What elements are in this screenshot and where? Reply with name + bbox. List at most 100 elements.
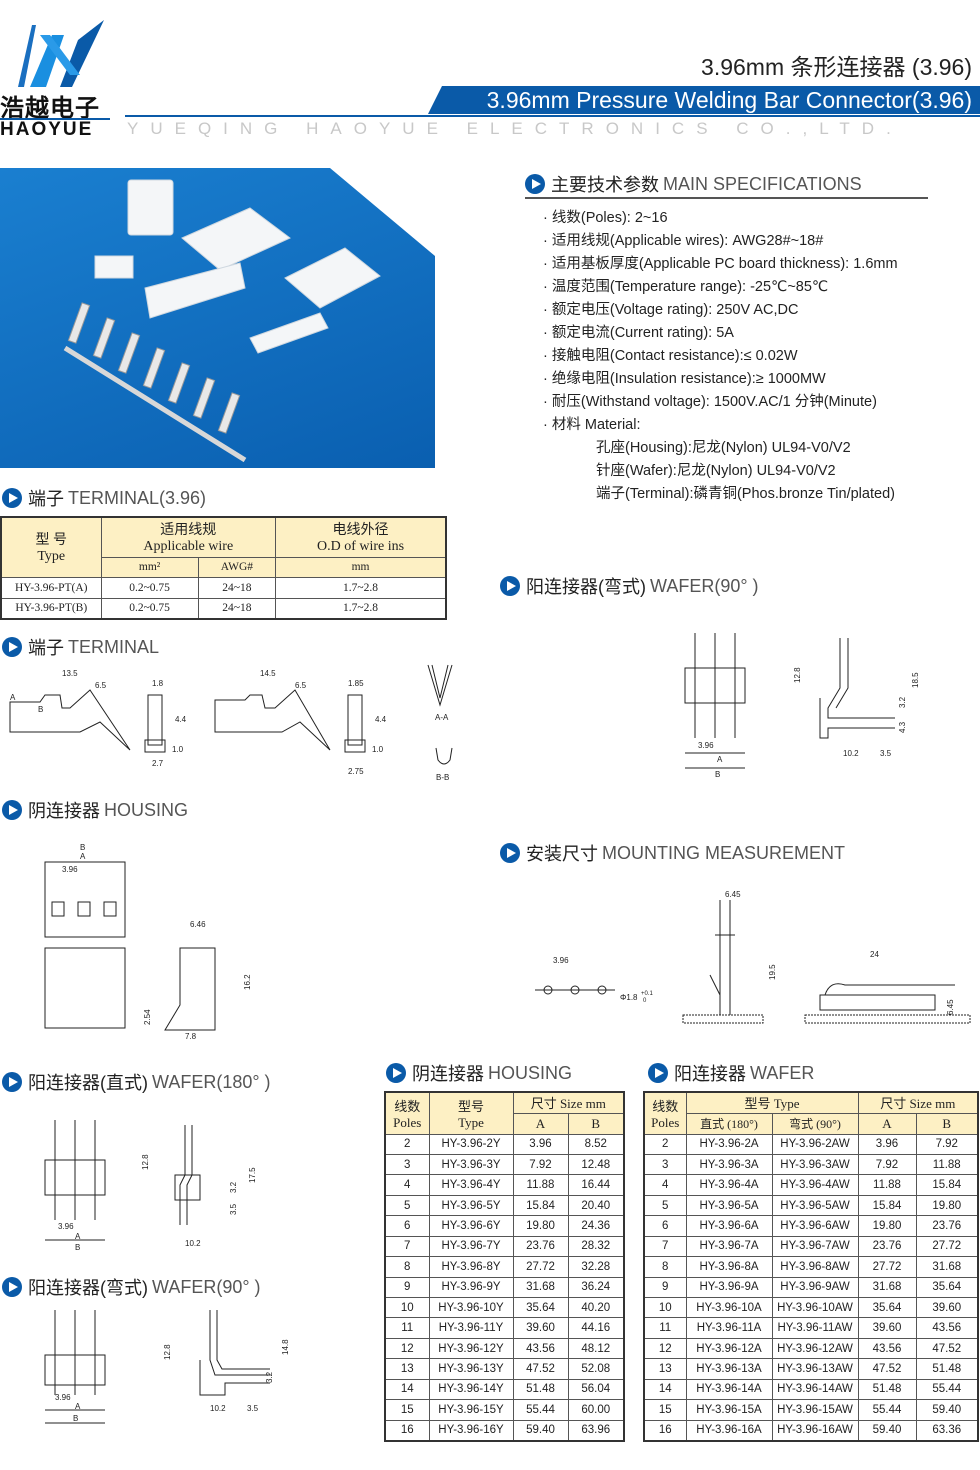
table-cell: HY-3.96-16AW <box>771 1419 859 1442</box>
section-title-cn: 阳连接器(弯式) <box>526 577 646 597</box>
table-cell: 13 <box>384 1358 430 1380</box>
table-cell: 13 <box>643 1358 687 1380</box>
table-cell: 3 <box>643 1153 687 1176</box>
table-cell: 31.68 <box>512 1276 569 1299</box>
table-cell: 1.7~2.8 <box>275 576 447 599</box>
table-cell: HY-3.96-PT(A) <box>0 576 102 599</box>
table-cell: 8.52 <box>567 1133 625 1155</box>
header-awg: AWG# <box>197 556 277 578</box>
dim-label: 14.8 <box>281 1339 290 1355</box>
table-cell: 39.60 <box>915 1296 979 1319</box>
header-wire-en: Applicable wire <box>143 539 234 555</box>
table-cell: 36.24 <box>567 1276 625 1299</box>
table-cell: 47.52 <box>512 1358 569 1380</box>
header-type-cn: 型号 <box>457 1098 484 1114</box>
table-cell: HY-3.96-3AW <box>771 1153 859 1176</box>
mounting-drawing: 3.96 Φ1.8 +0.1 0 6.45 19.5 24 6.45 <box>535 890 971 1024</box>
section-title-en: MAIN SPECIFICATIONS <box>663 173 862 194</box>
dim-label: 3.96 <box>553 956 569 965</box>
table-cell: HY-3.96-3A <box>685 1153 773 1176</box>
play-bullet-icon <box>386 1063 406 1083</box>
table-cell: 15 <box>643 1399 687 1421</box>
header-type: 型号 Type <box>685 1091 859 1114</box>
table-cell: HY-3.96-13A <box>685 1358 773 1380</box>
header-mm: mm <box>275 556 447 578</box>
table-cell: 43.56 <box>512 1337 569 1360</box>
table-cell: HY-3.96-12Y <box>428 1337 514 1360</box>
table-cell: 48.12 <box>567 1337 625 1360</box>
material-item: 端子(Terminal):磷青铜(Phos.bronze Tin/plated) <box>596 486 895 502</box>
table-cell: 23.76 <box>512 1235 569 1258</box>
dim-label: 6.45 <box>946 999 955 1015</box>
section-title-cn: 阳连接器 <box>674 1064 746 1084</box>
table-cell: 19.80 <box>512 1215 569 1237</box>
dim-label: 3.96 <box>62 865 78 874</box>
dim-label: 3.5 <box>229 1203 238 1215</box>
title-band <box>428 86 980 114</box>
table-cell: 7 <box>384 1235 430 1258</box>
page-title-en: 3.96mm Pressure Welding Bar Connector(3.… <box>486 87 972 113</box>
dim-label: 2.7 <box>152 759 164 768</box>
section-title-cn: 主要技术参数 <box>551 175 659 195</box>
table-cell: HY-3.96-9Y <box>428 1276 514 1299</box>
spec-item: · 线数(Poles): 2~16 <box>543 210 668 226</box>
table-cell: HY-3.96-5A <box>685 1194 773 1217</box>
table-cell: 11.88 <box>512 1174 569 1196</box>
header-mm2: mm² <box>100 556 199 578</box>
dim-label: 14.5 <box>260 669 276 678</box>
table-cell: HY-3.96-13AW <box>771 1358 859 1380</box>
header-type-cn: 型 号 <box>35 533 68 549</box>
table-cell: 63.96 <box>567 1419 625 1442</box>
table-cell: 9 <box>643 1276 687 1299</box>
table-cell: 32.28 <box>567 1256 625 1278</box>
wafer90-top-drawing: 12.8 3.96 A B 10.2 3.5 4.3 3.2 18.5 <box>684 633 920 779</box>
table-cell: HY-3.96-2AW <box>771 1133 859 1155</box>
table-cell: HY-3.96-8A <box>685 1256 773 1278</box>
section-wafer180: 阳连接器(直式)WAFER(180° ) <box>2 1069 271 1095</box>
table-cell: 19.80 <box>857 1215 917 1237</box>
dim-label: 13.5 <box>62 669 78 678</box>
section-title-en: HOUSING <box>104 799 189 820</box>
table-cell: 3.96 <box>857 1133 917 1155</box>
table-cell: 28.32 <box>567 1235 625 1258</box>
table-cell: 27.72 <box>915 1235 979 1258</box>
table-cell: HY-3.96-2A <box>685 1133 773 1155</box>
section-title-cn: 阳连接器(直式) <box>28 1073 148 1093</box>
table-cell: HY-3.96-10A <box>685 1296 773 1319</box>
table-cell: 27.72 <box>512 1256 569 1278</box>
connector-photo-image <box>63 179 381 463</box>
dim-label: 18.5 <box>911 672 920 688</box>
section-label: A-A <box>435 713 449 722</box>
table-cell: HY-3.96-10AW <box>771 1296 859 1319</box>
dim-label: +0.1 <box>641 991 654 997</box>
dim-label: B <box>73 1414 78 1423</box>
spec-item: · 额定电压(Voltage rating): 250V AC,DC <box>543 302 799 318</box>
dim-label: B <box>75 1243 80 1252</box>
dim-label: 7.8 <box>185 1032 197 1041</box>
play-bullet-icon <box>2 488 22 508</box>
header-type-en: Type <box>37 549 66 565</box>
table-cell: HY-3.96-9AW <box>771 1276 859 1299</box>
dim-label: A <box>80 852 86 861</box>
logo-mark-icon <box>18 20 104 87</box>
dim-label: 19.5 <box>768 964 777 980</box>
dim-label: 10.2 <box>185 1239 201 1248</box>
table-cell: 43.56 <box>915 1317 979 1339</box>
table-cell: 15.84 <box>857 1194 917 1217</box>
dim-label: 16.2 <box>243 974 252 990</box>
header-poles-en: Poles <box>393 1114 422 1130</box>
table-cell: 55.44 <box>915 1378 979 1401</box>
